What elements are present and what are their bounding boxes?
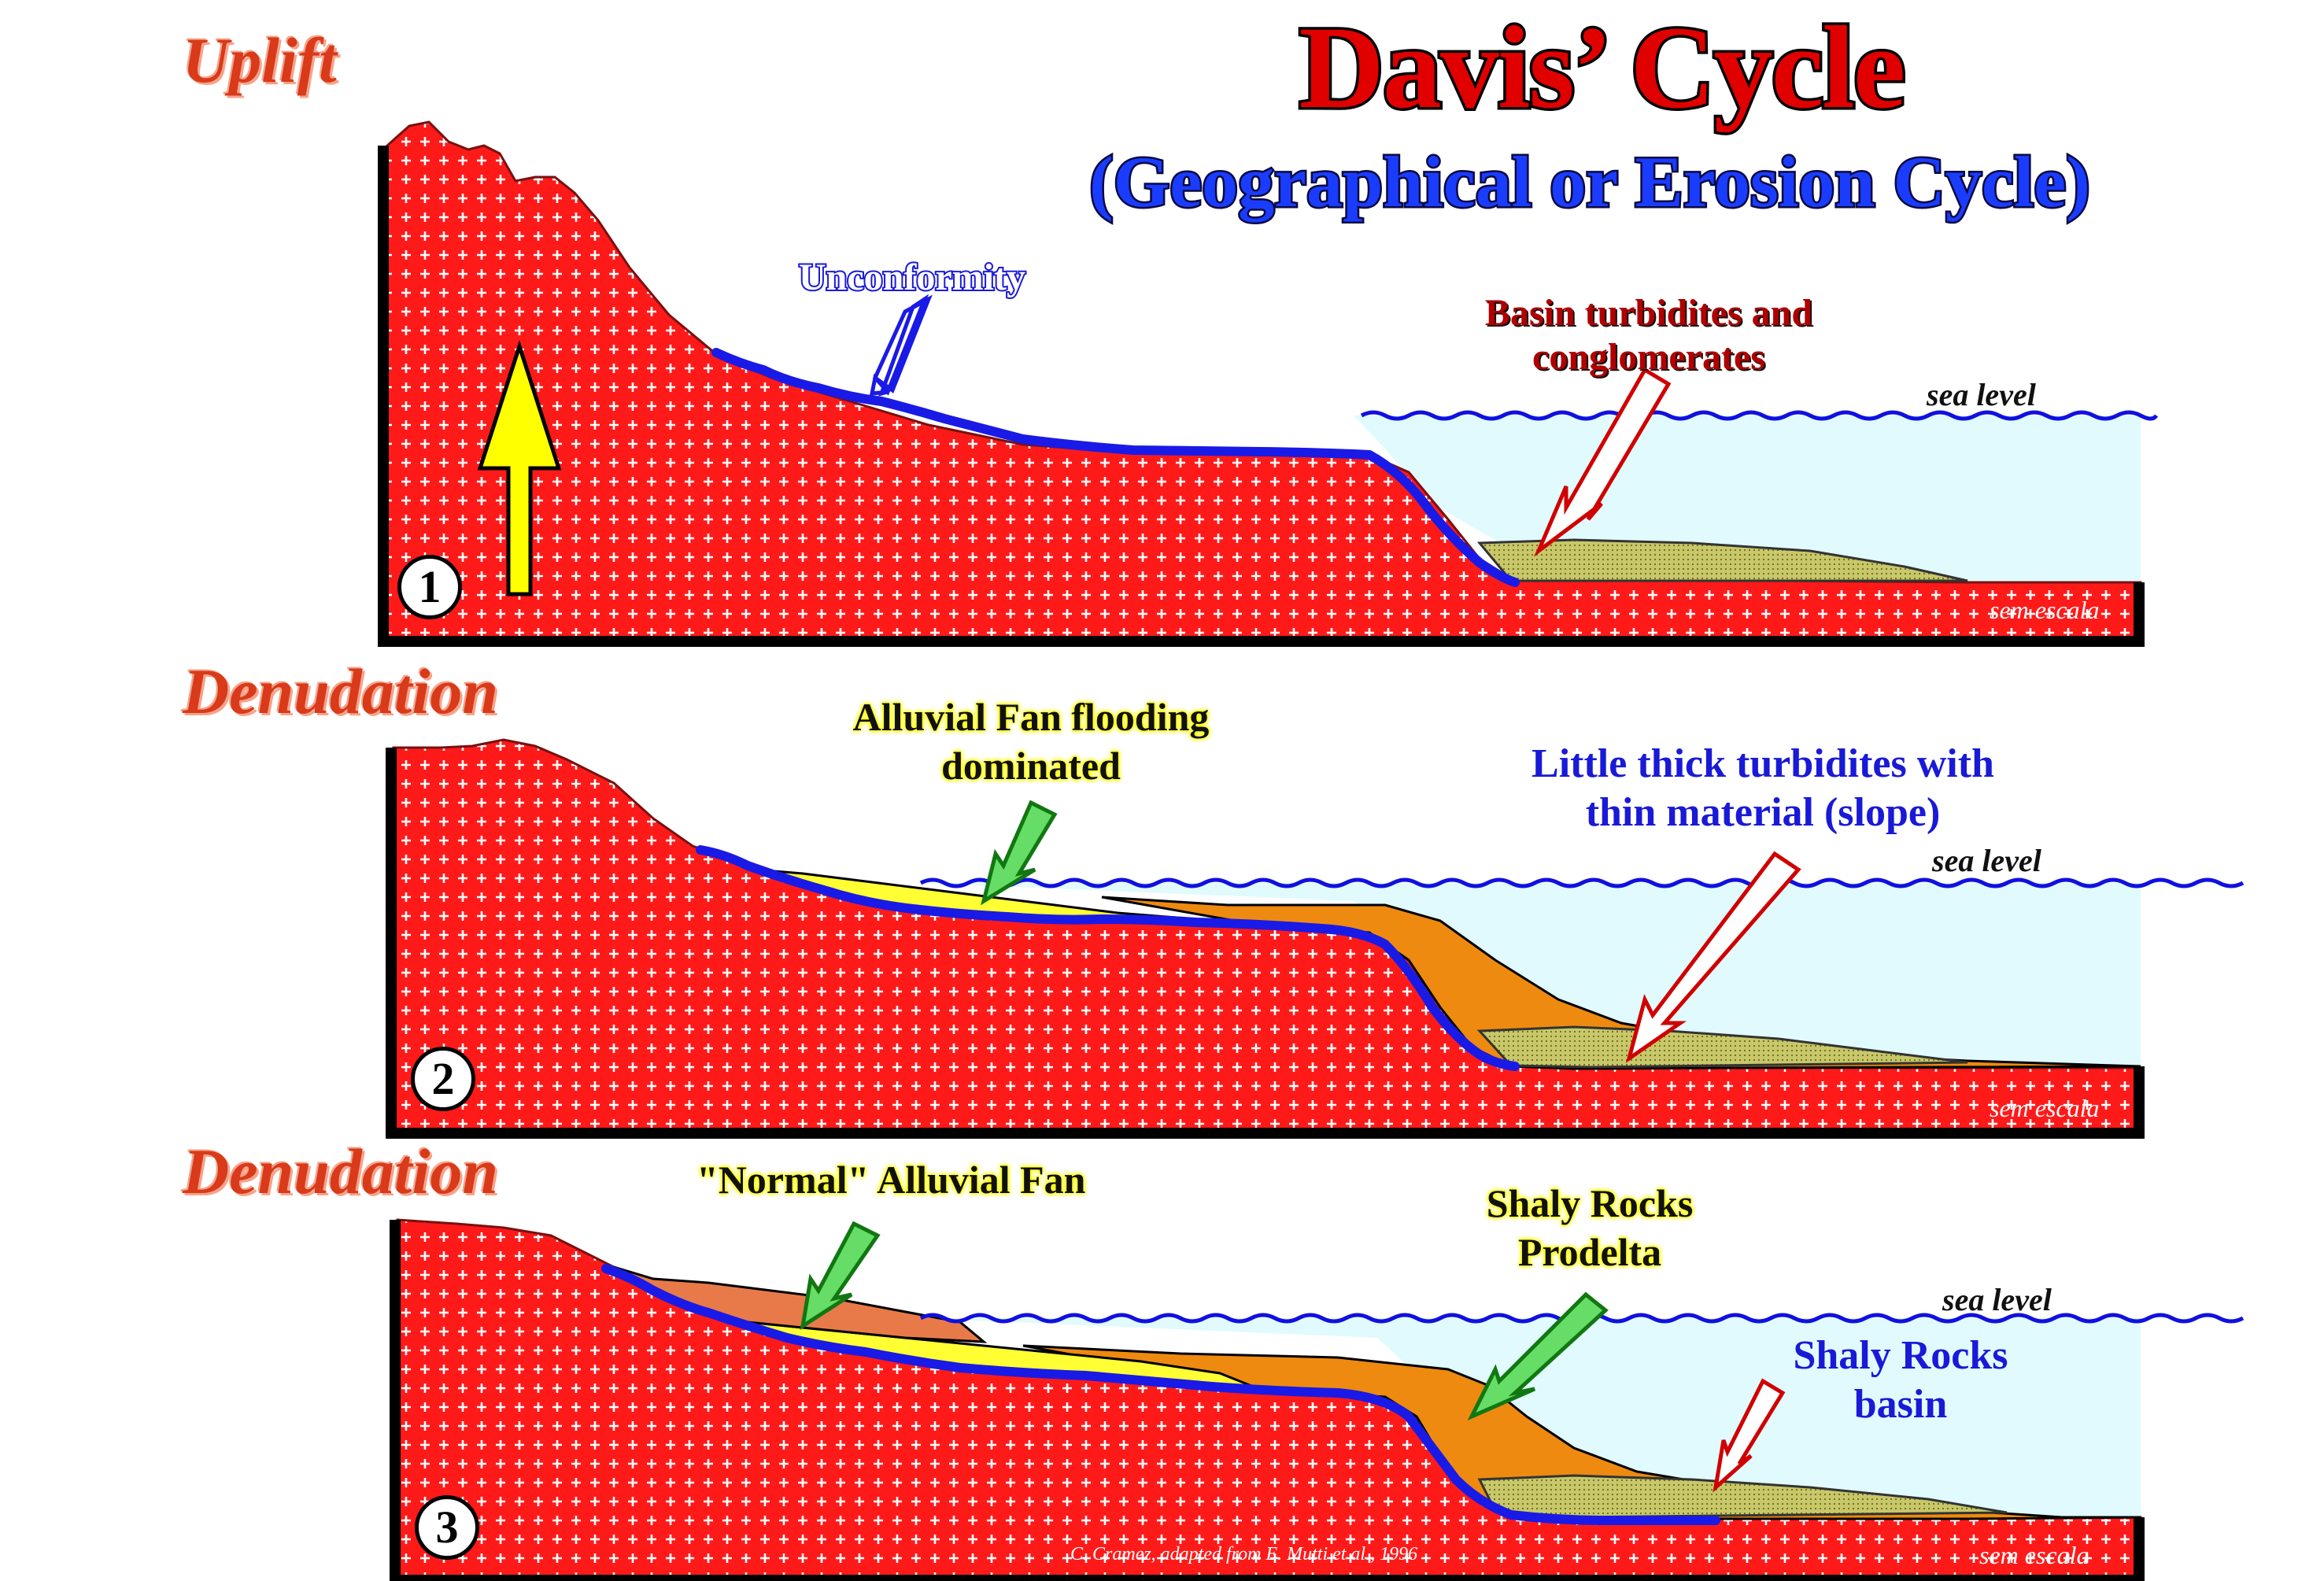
credit-text: C. Cramez, adapted from E. Mutti et al.,… — [1070, 1544, 1418, 1564]
label-alluvial-fan-flooding-line2: dominated — [941, 744, 1121, 788]
callout-arrow-turbidites-2 — [1625, 851, 1801, 1063]
panel-1 — [378, 120, 2159, 647]
label-alluvial-fan-flooding-line1: Alluvial Fan flooding — [852, 695, 1210, 739]
label-little-thick-turbidites-line2: thin material (slope) — [1585, 790, 1941, 835]
stage-title-2: Denudation — [183, 656, 498, 727]
label-shaly-basin: Shaly Rocks basin — [1771, 1332, 2030, 1429]
label-shaly-basin-line1: Shaly Rocks — [1793, 1333, 2008, 1378]
label-alluvial-fan-flooding: Alluvial Fan flooding dominated — [826, 693, 1236, 790]
sea-level-label-3: sea level — [1942, 1282, 2052, 1317]
callout-arrow-basin-3 — [1713, 1378, 1786, 1493]
sea-water-2 — [921, 883, 2141, 1070]
scale-note-3: sem escala — [1979, 1541, 2089, 1569]
callout-arrow-basin-1 — [1534, 367, 1672, 557]
panel-number-2: 2 — [411, 1047, 475, 1111]
sea-level-wave-1 — [1360, 410, 2159, 421]
label-shaly-prodelta-line1: Shaly Rocks — [1486, 1181, 1694, 1225]
label-shaly-prodelta-line2: Prodelta — [1517, 1230, 1662, 1274]
callout-arrow-prodelta-3 — [1467, 1291, 1609, 1421]
frame-3 — [390, 1220, 2145, 1581]
uplift-arrow — [477, 339, 562, 597]
callout-arrow-normal-fan-3 — [800, 1221, 881, 1331]
turbidites-2 — [1476, 1025, 1968, 1069]
page-subtitle: (Geographical or Erosion Cycle) — [1088, 140, 2093, 224]
label-shaly-basin-line2: basin — [1853, 1382, 1948, 1427]
callout-arrow-fan-2 — [981, 800, 1058, 906]
panel-number-1: 1 — [397, 555, 462, 619]
unconformity-line-3 — [601, 1264, 1720, 1526]
unconformity-line-2 — [696, 845, 1520, 1071]
page-title: Davis’ Cycle — [1296, 0, 1908, 136]
basin-turbidites-1 — [1476, 538, 1968, 582]
scale-note-1: sem escala — [1990, 596, 2100, 624]
label-basin-turbidites-1: Basin turbidites and conglomerates — [1432, 291, 1865, 379]
label-little-thick-turbidites-line1: Little thick turbidites with — [1531, 741, 1994, 786]
label-shaly-prodelta: Shaly Rocks Prodelta — [1456, 1179, 1724, 1276]
callout-arrow-unconformity — [869, 294, 933, 397]
scale-note-2: sem escala — [1990, 1094, 2100, 1122]
frame-1 — [378, 146, 2145, 647]
stage-title-3: Denudation — [183, 1136, 498, 1207]
frame-2 — [386, 748, 2145, 1139]
label-little-thick-turbidites: Little thick turbidites with thin materi… — [1519, 740, 2007, 837]
panel-2 — [386, 738, 2245, 1139]
label-basin-turbidites-1-line1: Basin turbidites and — [1484, 292, 1813, 334]
panel-3 — [390, 1218, 2245, 1581]
sea-level-wave-2 — [919, 877, 2245, 888]
sea-level-label-1: sea level — [1927, 377, 2036, 412]
unconformity-line-1 — [711, 348, 1520, 587]
label-unconformity: Unconformity — [797, 255, 1027, 300]
stage-title-1: Uplift — [183, 24, 337, 96]
label-basin-turbidites-1-line2: conglomerates — [1532, 336, 1765, 378]
sea-level-label-2: sea level — [1932, 843, 2041, 878]
panel-number-3: 3 — [415, 1495, 479, 1560]
label-normal-alluvial-fan: "Normal" Alluvial Fan — [696, 1158, 1086, 1202]
